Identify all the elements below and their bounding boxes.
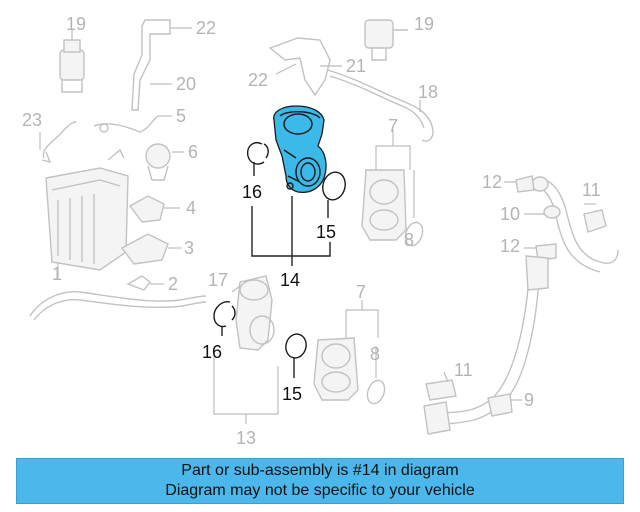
info-banner: Part or sub-assembly is #14 in diagram D… [16,458,624,504]
callout-17: 17 [208,270,228,290]
part-8-ring-lower [366,346,386,405]
part-2-fitting [126,275,164,291]
callout-13: 13 [236,428,256,448]
part-16-clip-lower [213,301,236,336]
part-23-sensor [39,121,77,164]
part-16-clip-top [247,142,269,176]
callout-14: 14 [280,270,300,290]
callout-7-top: 7 [388,116,398,136]
part-4-valve [128,195,180,223]
callout-15-top: 15 [316,222,336,242]
callout-1: 1 [52,264,62,284]
callout-20: 20 [176,74,196,94]
callout-7-bottom: 7 [356,282,366,302]
callout-8-top: 8 [370,344,380,364]
part-8-ring-top [404,170,424,247]
callout-3: 3 [184,238,194,258]
part-15-gasket-lower [285,333,307,378]
callout-8-right: 8 [404,230,414,250]
part-pipes-right [423,175,619,435]
callout-10: 10 [500,204,520,224]
callout-18: 18 [418,82,438,102]
callout-2: 2 [168,274,178,294]
part-5-hose [93,115,172,133]
callout-19-right: 19 [414,14,434,34]
callout-11-top: 11 [582,180,601,200]
part-15-gasket-top [322,171,346,218]
part-19-right [364,19,408,61]
callout-labels: 19 22 19 22 21 20 23 5 18 6 7 16 4 12 11… [22,14,601,448]
callout-6: 6 [188,142,198,162]
callout-22-left: 22 [196,18,216,38]
part-17-egr-lower [231,275,275,351]
callout-16-top: 16 [242,182,262,202]
banner-line-2: Diagram may not be specific to your vehi… [165,482,475,499]
part-pipe-left [29,291,207,321]
part-14-egr-valve-highlighted[interactable] [273,105,327,194]
callout-16-bottom: 16 [202,342,222,362]
part-1-canister [45,148,129,278]
part-19-left [59,30,85,93]
callout-11-bottom: 11 [454,360,473,380]
callout-22-mid: 22 [248,70,268,90]
leader-14 [251,196,331,266]
callout-15-bottom: 15 [282,384,302,404]
leader-13 [213,352,279,424]
callout-19-left: 19 [66,14,86,34]
part-bracket-20-22 [131,19,192,111]
callout-21: 21 [346,56,366,76]
callout-12-top: 12 [482,172,502,192]
callout-5: 5 [176,106,186,126]
part-6-valve [145,143,184,181]
callout-4: 4 [186,198,196,218]
part-bracket-21-22 [268,37,434,142]
part-7-right [361,130,411,241]
part-3-bracket [120,233,182,265]
callout-9: 9 [524,390,534,410]
parts-diagram: 19 22 19 22 21 20 23 5 18 6 7 16 4 12 11… [22,14,619,448]
part-7-lower [313,300,379,401]
banner-line-1: Part or sub-assembly is #14 in diagram [181,462,459,479]
callout-23: 23 [22,110,42,130]
callout-12-bottom: 12 [500,236,520,256]
